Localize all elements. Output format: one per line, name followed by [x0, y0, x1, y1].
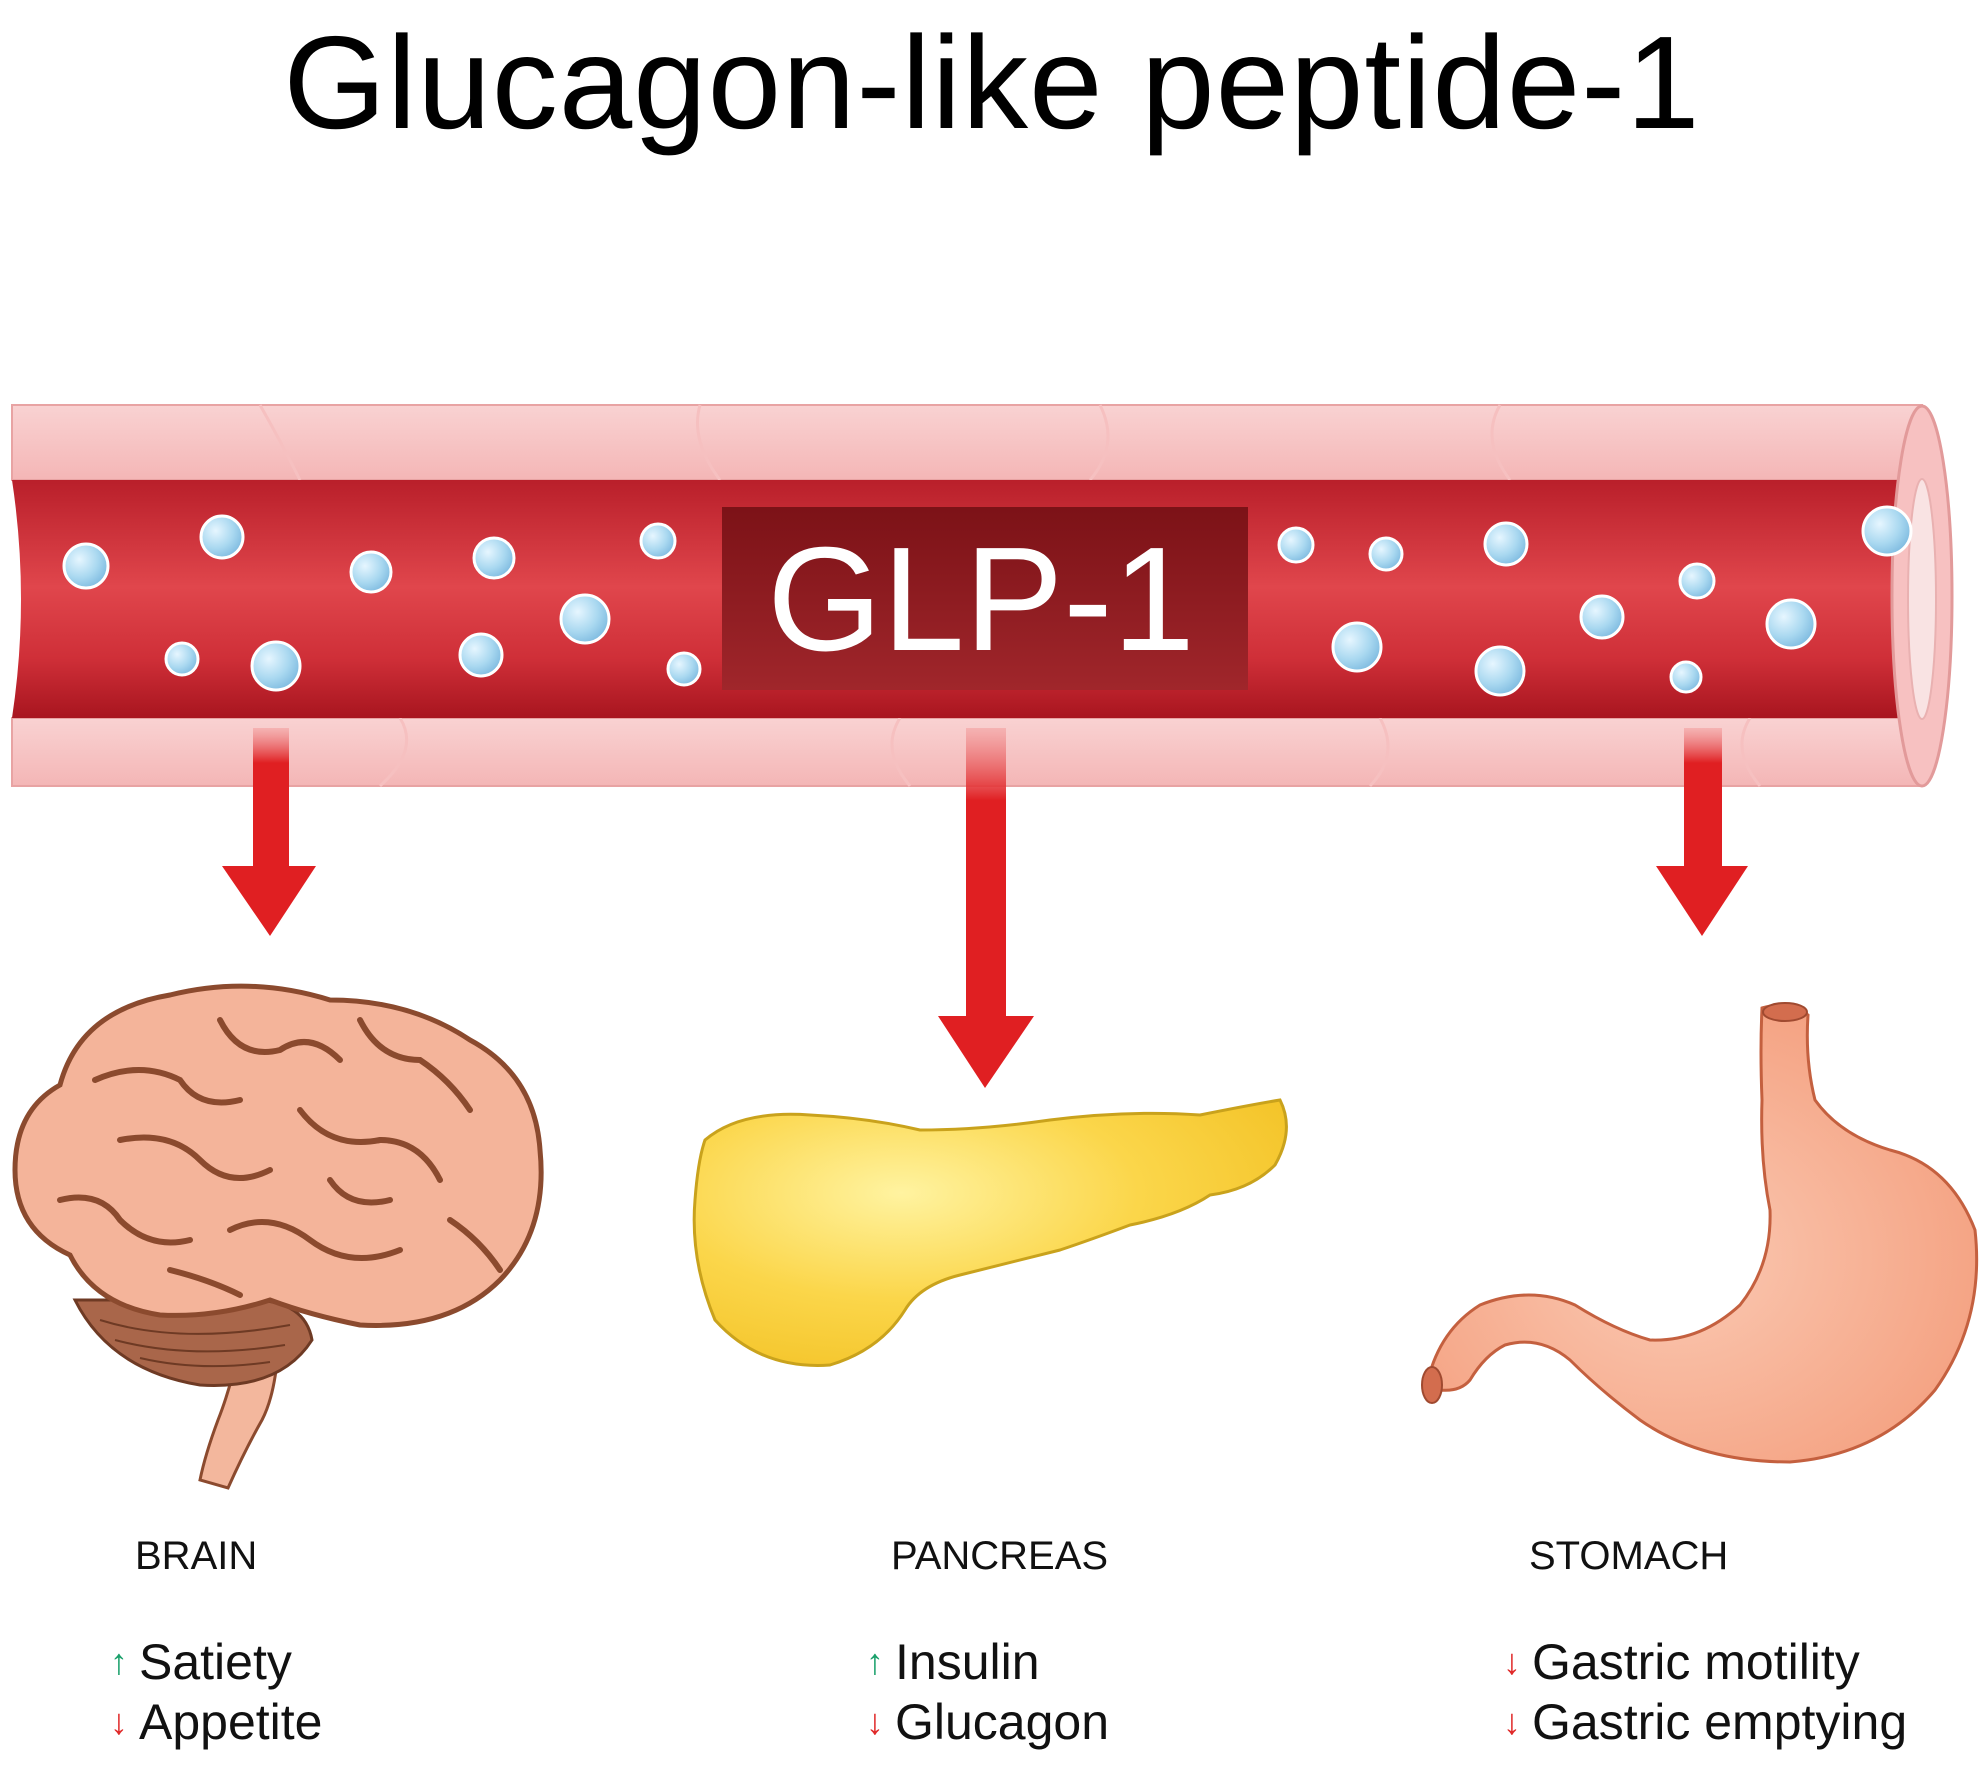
- cerebellum-folds: [99, 1319, 291, 1368]
- vessel-wall-top: [11, 404, 1923, 481]
- pancreas-icon: [692, 1098, 1288, 1367]
- arrow-down-icon: ↓: [110, 1701, 128, 1742]
- effect-text: Satiety: [139, 1634, 292, 1690]
- arrow-to-stomach: [1656, 728, 1748, 936]
- glp1-label: GLP-1: [767, 517, 1195, 682]
- arrow-down-icon: ↓: [1503, 1641, 1521, 1682]
- arrow-down-icon: ↓: [1503, 1701, 1521, 1742]
- molecule: [1331, 621, 1383, 673]
- effect-item: ↓ Gastric motility: [1498, 1632, 1907, 1692]
- effect-text: Glucagon: [895, 1694, 1110, 1750]
- effect-text: Insulin: [895, 1634, 1040, 1690]
- molecule: [349, 550, 393, 594]
- molecule: [472, 536, 516, 580]
- arrow-up-icon: ↑: [110, 1641, 128, 1682]
- organ-label-brain: BRAIN: [135, 1534, 258, 1578]
- molecule: [1669, 660, 1703, 694]
- molecule: [62, 542, 110, 590]
- esophagus-opening: [1762, 1002, 1808, 1022]
- arrow-down-icon: ↓: [866, 1701, 884, 1742]
- arrow-to-brain: [222, 728, 316, 936]
- diagram-title: Glucagon-like peptide-1: [283, 9, 1701, 156]
- stomach-icon: [1421, 1002, 1979, 1464]
- molecule: [1861, 505, 1913, 557]
- organ-label-stomach: STOMACH: [1529, 1534, 1729, 1578]
- vessel-cell-lines: [258, 404, 1762, 788]
- molecule: [1474, 645, 1526, 697]
- molecule: [1483, 521, 1529, 567]
- molecule: [1579, 594, 1625, 640]
- stomach-effects: ↓ Gastric motility ↓ Gastric emptying: [1498, 1632, 1907, 1752]
- brain-cerebrum: [12, 983, 544, 1328]
- glp1-label-box: GLP-1: [722, 507, 1248, 690]
- brain-effects: ↑ Satiety ↓ Appetite: [105, 1632, 322, 1752]
- glp1-molecules: [62, 505, 1913, 697]
- effect-text: Gastric emptying: [1532, 1694, 1908, 1750]
- arrow-to-pancreas: [938, 728, 1034, 1088]
- molecule: [250, 640, 302, 692]
- molecule: [164, 641, 200, 677]
- effect-item: ↑ Insulin: [861, 1632, 1109, 1692]
- molecule: [1277, 526, 1315, 564]
- duodenum-opening: [1421, 1366, 1443, 1404]
- arrow-up-icon: ↑: [866, 1641, 884, 1682]
- effect-item: ↓ Glucagon: [861, 1692, 1109, 1752]
- pancreas-effects: ↑ Insulin ↓ Glucagon: [861, 1632, 1109, 1752]
- molecule: [559, 593, 611, 645]
- molecule: [1368, 536, 1404, 572]
- molecule: [1765, 598, 1817, 650]
- brain-icon: [12, 983, 544, 1490]
- effect-text: Appetite: [139, 1694, 323, 1750]
- vessel-opening-inner: [1907, 478, 1937, 720]
- organ-label-pancreas: PANCREAS: [891, 1534, 1109, 1578]
- effect-text: Gastric motility: [1532, 1634, 1860, 1690]
- brain-gyri: [57, 1017, 503, 1298]
- molecule: [199, 514, 245, 560]
- molecule: [639, 522, 677, 560]
- effect-item: ↓ Gastric emptying: [1498, 1692, 1907, 1752]
- effect-item: ↑ Satiety: [105, 1632, 322, 1692]
- molecule: [666, 651, 702, 687]
- effect-item: ↓ Appetite: [105, 1692, 322, 1752]
- molecule: [1678, 562, 1716, 600]
- molecule: [458, 632, 504, 678]
